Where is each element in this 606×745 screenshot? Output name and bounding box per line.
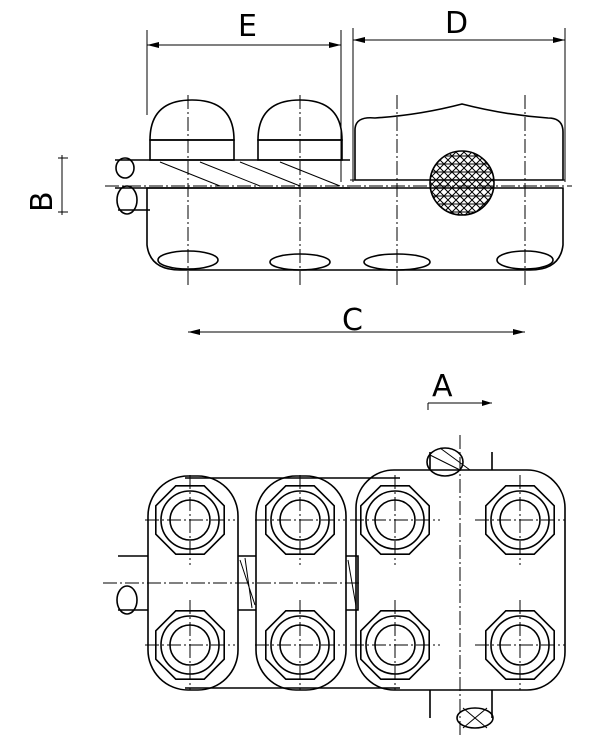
centerlines [105, 95, 572, 288]
hex-nuts [145, 475, 565, 690]
hex-nut [475, 600, 565, 690]
dimension-e: E [146, 9, 342, 182]
label-b: B [25, 191, 60, 212]
hex-nut [350, 475, 440, 565]
elevation-view: E D [25, 6, 572, 410]
label-d: D [445, 6, 468, 41]
hex-nut [350, 600, 440, 690]
bolt-holes [157, 250, 554, 271]
dome-nut-left [149, 99, 235, 161]
label-a: A [432, 369, 453, 404]
dimension-c: C [188, 303, 525, 338]
right-clamp-block [350, 103, 565, 216]
hatched-cable-section [429, 150, 495, 216]
hex-nut [255, 475, 345, 565]
plan-centerlines [103, 435, 461, 738]
base-plate [146, 187, 564, 271]
dimension-b: B [25, 155, 68, 215]
label-e: E [238, 9, 257, 44]
label-c: C [342, 303, 363, 338]
dimension-d: D [352, 6, 566, 182]
hex-nut [255, 600, 345, 690]
plan-view [103, 435, 566, 738]
hex-nut [145, 600, 235, 690]
section-marker-a: A [427, 369, 492, 410]
hex-nut [475, 475, 565, 565]
hex-nut [145, 475, 235, 565]
cable-vertical [426, 447, 494, 729]
